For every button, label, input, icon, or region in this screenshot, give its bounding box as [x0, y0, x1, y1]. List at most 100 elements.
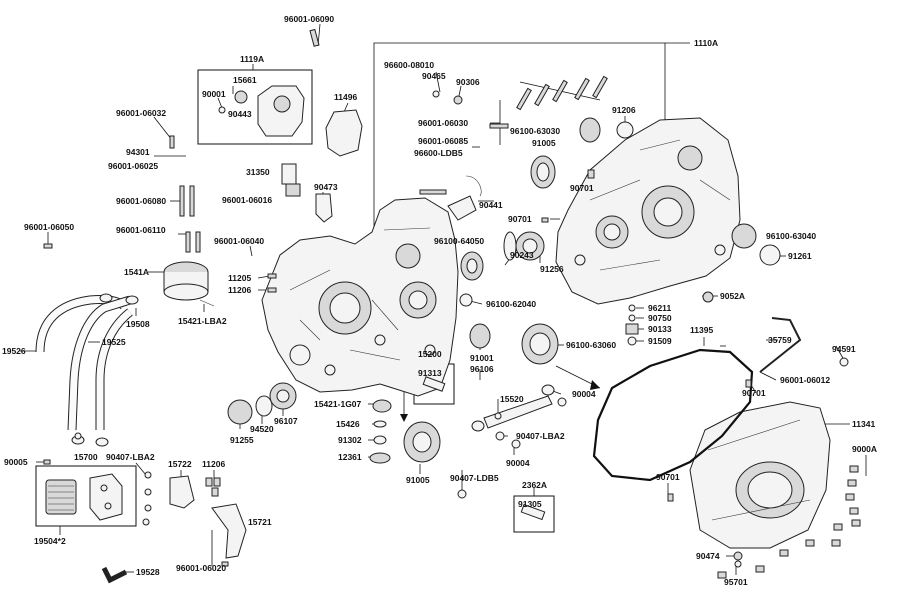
- label-19526: 19526: [2, 346, 26, 356]
- 31350-sensor: [281, 163, 301, 197]
- label-96100-63030: 96100-63030: [510, 126, 560, 136]
- label-90243: 90243: [510, 250, 534, 260]
- label-91255: 91255: [230, 435, 254, 445]
- label-90004-b: 90004: [506, 458, 530, 468]
- label-90473: 90473: [314, 182, 338, 192]
- label-96001-06085: 96001-06085: [418, 136, 468, 146]
- label-15722: 15722: [168, 459, 192, 469]
- part-drawings: [35, 28, 861, 584]
- label-90004-a: 90004: [572, 389, 596, 399]
- 1119a-cover: [218, 85, 305, 137]
- label-95701: 95701: [724, 577, 748, 587]
- label-91302: 91302: [338, 435, 362, 445]
- label-11341: 11341: [852, 419, 875, 429]
- label-15421-lba2: 15421-LBA2: [178, 316, 227, 326]
- 15721-guard: [211, 503, 247, 559]
- label-90750: 90750: [648, 313, 672, 323]
- label-15661: 15661: [233, 75, 257, 85]
- 91305-pin: [520, 503, 546, 521]
- label-91261: 91261: [788, 251, 812, 261]
- drain-plug-stack: [369, 399, 392, 464]
- label-11395: 11395: [690, 325, 713, 335]
- label-96001-06032: 96001-06032: [116, 108, 166, 118]
- label-96001-06050: 96001-06050: [24, 222, 74, 232]
- label-96100-63060: 96100-63060: [566, 340, 616, 350]
- clutch-cover: [689, 401, 831, 549]
- label-96001-06030: 96001-06030: [418, 118, 468, 128]
- label-11206-b: 11206: [202, 459, 225, 469]
- 90473-bracket: [315, 193, 333, 223]
- cover-gasket: [592, 348, 754, 482]
- label-90701-b: 90701: [508, 214, 532, 224]
- label-31350: 31350: [246, 167, 270, 177]
- label-96211: 96211: [648, 303, 671, 313]
- cover-bolts: [717, 465, 861, 579]
- label-15520: 15520: [500, 394, 524, 404]
- 9052a-plug: [702, 291, 714, 303]
- small-orings: [625, 304, 639, 346]
- 94591-fitting: [839, 357, 849, 367]
- label-19528: 19528: [136, 567, 160, 577]
- bolts: [43, 28, 752, 567]
- label-96100-64050: 96100-64050: [434, 236, 484, 246]
- oil-cooler: [35, 465, 137, 527]
- label-96100-63040: 96100-63040: [766, 231, 816, 241]
- label-96106: 96106: [470, 364, 494, 374]
- label-96100-62040: 96100-62040: [486, 299, 536, 309]
- label-15421-1g07: 15421-1G07: [314, 399, 362, 409]
- 95701-plug: [734, 560, 742, 568]
- label-96001-06040: 96001-06040: [214, 236, 264, 246]
- label-1110a: 1110A: [694, 38, 718, 48]
- label-90407-ldb5: 90407-LDB5: [450, 473, 499, 483]
- label-1541a: 1541A: [124, 267, 149, 277]
- label-11496: 11496: [334, 92, 357, 102]
- label-94520: 94520: [250, 424, 274, 434]
- label-19525: 19525: [102, 337, 126, 347]
- label-12361: 12361: [338, 452, 362, 462]
- label-96001-06025: 96001-06025: [108, 161, 158, 171]
- label-90443: 90443: [228, 109, 252, 119]
- label-91509: 91509: [648, 336, 672, 346]
- label-15200: 15200: [418, 349, 442, 359]
- label-91001: 91001: [470, 353, 494, 363]
- label-91005-bot: 91005: [406, 475, 430, 485]
- label-91256: 91256: [540, 264, 564, 274]
- label-96600-08010: 96600-08010: [384, 60, 434, 70]
- label-90407-lba2-left: 90407-LBA2: [106, 452, 155, 462]
- label-96107: 96107: [274, 416, 298, 426]
- label-15426: 15426: [336, 419, 360, 429]
- label-90465: 90465: [422, 71, 446, 81]
- 90474-washer: [733, 551, 743, 561]
- callout-labels: 96001-06090 1110A 1119A 15661 90001 9044…: [2, 14, 877, 587]
- label-96001-06012: 96001-06012: [780, 375, 830, 385]
- label-11205: 11205: [228, 273, 251, 283]
- label-35759: 35759: [768, 335, 792, 345]
- label-94301: 94301: [126, 147, 150, 157]
- label-91305: 91305: [518, 499, 542, 509]
- label-19504-2: 19504*2: [34, 536, 66, 546]
- label-91005-top: 91005: [532, 138, 556, 148]
- 11496-gasket: [325, 109, 363, 157]
- 19528-pipe: [101, 566, 128, 584]
- label-90701-c: 90701: [742, 388, 766, 398]
- label-90133: 90133: [648, 324, 672, 334]
- label-9000a: 9000A: [852, 444, 877, 454]
- label-2362a: 2362A: [522, 480, 547, 490]
- label-90005: 90005: [4, 457, 28, 467]
- label-90306: 90306: [456, 77, 480, 87]
- label-90701-a: 90701: [570, 183, 594, 193]
- 96600-ldb5-clip: [465, 175, 482, 197]
- label-90441: 90441: [479, 200, 503, 210]
- label-91313: 91313: [418, 368, 442, 378]
- left-crankcase: [261, 197, 459, 397]
- 15520-shaft: [471, 384, 567, 441]
- label-9052a: 9052A: [720, 291, 745, 301]
- label-15721: 15721: [248, 517, 272, 527]
- label-90407-lba2-mid: 90407-LBA2: [516, 431, 565, 441]
- label-90474: 90474: [696, 551, 720, 561]
- label-90701-d: 90701: [656, 472, 680, 482]
- label-94591: 94591: [832, 344, 856, 354]
- label-15700: 15700: [74, 452, 98, 462]
